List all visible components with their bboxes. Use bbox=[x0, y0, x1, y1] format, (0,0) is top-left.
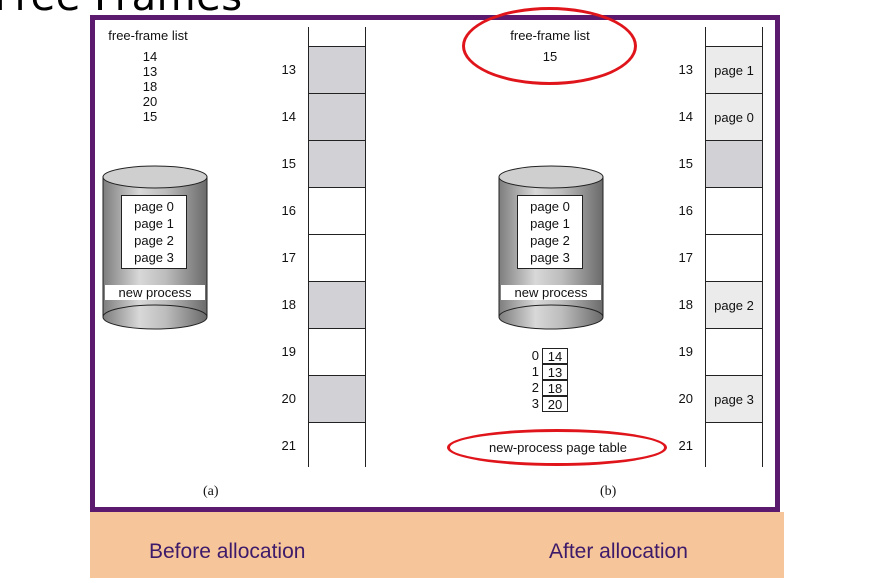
page-table-row: 1 13 bbox=[527, 364, 572, 380]
memory-frame bbox=[308, 281, 366, 328]
memory-frame bbox=[308, 46, 366, 93]
page-table-label: new-process page table bbox=[488, 440, 628, 455]
free-frame-list-title-b: free-frame list bbox=[510, 28, 590, 43]
free-frame-item: 15 bbox=[142, 109, 158, 124]
page-table: 0 14 1 13 2 18 3 20 bbox=[527, 348, 572, 412]
frame-number-cell: 20 bbox=[542, 396, 568, 412]
new-process-label-a: new process bbox=[105, 285, 205, 300]
free-frame-list-b: 15 bbox=[535, 49, 565, 64]
memory-frame bbox=[705, 140, 763, 187]
footer-before-label: Before allocation bbox=[149, 540, 306, 563]
frame-number-label: 13 bbox=[281, 62, 296, 77]
page-label: page 0 bbox=[134, 199, 174, 214]
page-table-row: 3 20 bbox=[527, 396, 572, 412]
free-frame-item: 15 bbox=[542, 49, 558, 64]
page-label: page 1 bbox=[134, 216, 174, 231]
disk-b: page 0 page 1 page 2 page 3 new process bbox=[497, 165, 605, 335]
frame-number-cell: 14 bbox=[542, 348, 568, 364]
memory-frame bbox=[705, 187, 763, 234]
memory-frame: page 1 bbox=[705, 46, 763, 93]
page-label: page 1 bbox=[530, 216, 570, 231]
memory-frame bbox=[308, 140, 366, 187]
memory-frame: page 0 bbox=[705, 93, 763, 140]
page-label: page 3 bbox=[530, 250, 570, 265]
frame-number-label: 21 bbox=[281, 438, 296, 453]
caption-a: (a) bbox=[203, 484, 219, 499]
free-frame-list-title-a: free-frame list bbox=[108, 28, 188, 43]
free-frame-item: 13 bbox=[142, 64, 158, 79]
memory-frame bbox=[308, 422, 366, 467]
frame-number-label: 16 bbox=[678, 203, 693, 218]
frame-number-label: 19 bbox=[281, 344, 296, 359]
page-index: 2 bbox=[531, 380, 539, 395]
page-table-row: 0 14 bbox=[527, 348, 572, 364]
page-index: 3 bbox=[531, 396, 539, 411]
free-frame-item: 14 bbox=[142, 49, 158, 64]
page-table-row: 2 18 bbox=[527, 380, 572, 396]
frame-number-label: 21 bbox=[678, 438, 693, 453]
page-index: 0 bbox=[531, 348, 539, 363]
memory-frame bbox=[705, 328, 763, 375]
memory-frame bbox=[308, 93, 366, 140]
free-frame-list-a: 14 13 18 20 15 bbox=[135, 49, 165, 124]
page-label: page 0 bbox=[530, 199, 570, 214]
frame-number-label: 16 bbox=[281, 203, 296, 218]
free-frame-item: 18 bbox=[142, 79, 158, 94]
page-label: page 3 bbox=[134, 250, 174, 265]
footer-band bbox=[90, 512, 784, 578]
disk-a: page 0 page 1 page 2 page 3 new process bbox=[101, 165, 209, 335]
footer-after-label: After allocation bbox=[549, 540, 688, 563]
frame-number-label: 17 bbox=[678, 250, 693, 265]
frame-number-label: 17 bbox=[281, 250, 296, 265]
frame-number-label: 18 bbox=[678, 297, 693, 312]
memory-frame bbox=[308, 328, 366, 375]
frame-number-label: 20 bbox=[281, 391, 296, 406]
memory-frame bbox=[705, 234, 763, 281]
disk-pages-a: page 0 page 1 page 2 page 3 bbox=[121, 195, 187, 269]
frame-number-label: 15 bbox=[281, 156, 296, 171]
page-label: page 2 bbox=[530, 233, 570, 248]
frame-number-label: 18 bbox=[281, 297, 296, 312]
frame-number-label: 14 bbox=[281, 109, 296, 124]
frame-number-label: 19 bbox=[678, 344, 693, 359]
memory-frames-b: page 1 13 page 0 14 15 16 17 page 2 18 19 page 3 20… bbox=[679, 27, 763, 467]
memory-frame bbox=[308, 187, 366, 234]
frame-number-label: 20 bbox=[678, 391, 693, 406]
frame-number-label: 15 bbox=[678, 156, 693, 171]
page-index: 1 bbox=[531, 364, 539, 379]
memory-frame bbox=[308, 234, 366, 281]
caption-b: (b) bbox=[600, 484, 617, 499]
new-process-label-b: new process bbox=[501, 285, 601, 300]
memory-frame: page 3 bbox=[705, 375, 763, 422]
frame-number-label: 14 bbox=[678, 109, 693, 124]
memory-frame: page 2 bbox=[705, 281, 763, 328]
memory-frames-a: 13 14 15 16 17 18 19 20 21 bbox=[282, 27, 366, 467]
page-label: page 2 bbox=[134, 233, 174, 248]
disk-pages-b: page 0 page 1 page 2 page 3 bbox=[517, 195, 583, 269]
frame-number-cell: 18 bbox=[542, 380, 568, 396]
frame-number-cell: 13 bbox=[542, 364, 568, 380]
free-frame-list-highlight-ellipse bbox=[462, 7, 637, 85]
page-table-highlight-ellipse bbox=[447, 429, 667, 466]
frame-number-label: 13 bbox=[678, 62, 693, 77]
memory-frame bbox=[705, 422, 763, 467]
memory-frame bbox=[308, 375, 366, 422]
free-frame-item: 20 bbox=[142, 94, 158, 109]
